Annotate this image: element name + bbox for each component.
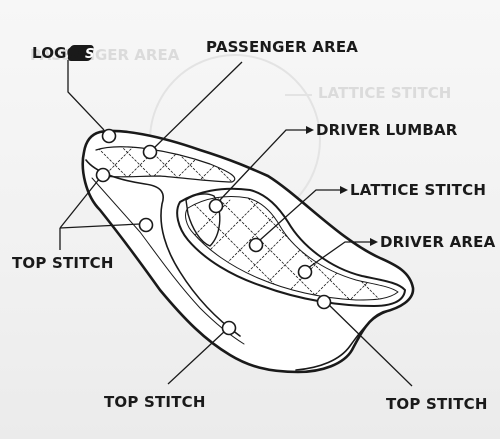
marker-lattice [248,237,264,253]
watermark-passenger-text: PASSENGER AREA [30,46,180,64]
leader-top-stitch-bottom [167,329,227,385]
marker-lumbar [208,198,224,214]
leader-lines [59,60,413,387]
side-stitch [91,177,245,345]
arrowhead-lattice [340,186,348,194]
marker-logo [101,128,117,144]
leader-lumbar [219,129,306,201]
arrowhead-lumbar [306,126,314,134]
logo-badge: S [67,45,94,62]
arrowhead-driver-area [370,238,378,246]
label-top-stitch-bottom: TOP STITCH [104,393,206,411]
leader-driver-area [307,241,375,269]
label-driver-area: DRIVER AREA [380,233,496,251]
driver-bowl [176,187,406,307]
callout-markers [95,128,332,336]
marker-driver-area [297,264,313,280]
leader-arrowheads [306,126,378,246]
label-lattice-stitch: LATTICE STITCH [350,181,486,199]
leader-top-stitch-left-upper [59,177,101,229]
label-top-stitch-right: TOP STITCH [386,395,488,413]
marker-passenger [142,144,158,160]
label-driver-lumbar: DRIVER LUMBAR [316,121,458,139]
seat-illustration [81,129,415,374]
lumbar-pad [185,193,221,247]
label-passenger-area: PASSENGER AREA [206,38,358,56]
leader-lattice [259,189,340,241]
leader-passenger [153,61,243,149]
label-logo: LOGO [32,44,80,62]
marker-top-stitch-left-lower [138,217,154,233]
watermark-lattice-text: LATTICE STITCH [318,84,451,102]
leader-top-stitch-left-lower [59,223,141,229]
leader-top-stitch-right [325,301,413,387]
marker-top-stitch-left-upper [95,167,111,183]
logo-mark-text: S [85,47,94,62]
marker-top-stitch-right [316,294,332,310]
logo-badge-shape [67,45,94,61]
seat-base [295,311,387,371]
leader-logo [67,60,105,131]
seat-outline [81,129,415,374]
passenger-edge [85,159,241,337]
marker-top-stitch-bottom [221,320,237,336]
label-top-stitch-left: TOP STITCH [12,254,114,272]
driver-inner-stitch [185,195,399,301]
